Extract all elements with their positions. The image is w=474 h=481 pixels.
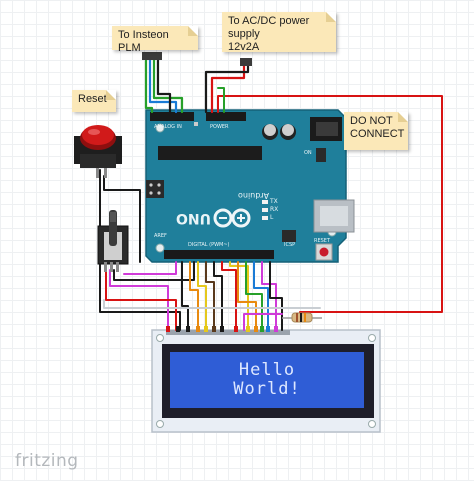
note-insteon: To Insteon PLM <box>112 26 198 54</box>
reset-board-label: RESET <box>314 238 331 244</box>
digital-header <box>164 250 274 259</box>
note-do-not-line1: DO NOT <box>350 115 393 127</box>
wire-green-insteon <box>144 56 154 114</box>
note-reset: Reset <box>72 90 116 112</box>
tx-led <box>262 200 268 204</box>
lcd-pin-header <box>166 330 290 335</box>
icsp-header-left <box>146 180 164 198</box>
wire-black-power <box>204 62 250 114</box>
mount-hole <box>155 243 165 253</box>
tx-label: TX <box>270 198 278 205</box>
wire-black-insteon <box>156 56 172 114</box>
note-do-not-line2: CONNECT <box>350 128 405 140</box>
note-power-supply: To AC/DC power supply 12v2A <box>222 12 336 53</box>
power-connector <box>240 58 252 66</box>
mount-hole <box>155 123 165 133</box>
note-do-not-connect: DO NOT CONNECT <box>344 112 408 150</box>
l-label: L <box>270 214 274 221</box>
note-insteon-text: To Insteon PLM <box>118 29 169 54</box>
board-model-label: UNO <box>176 210 211 226</box>
on-label: ON <box>304 150 312 156</box>
analog-label: ANALOG IN <box>154 124 182 130</box>
lcd-pins <box>166 326 278 332</box>
power-header <box>206 112 246 121</box>
reset-pushbutton[interactable] <box>74 125 122 178</box>
wire-green2-insteon <box>152 56 184 114</box>
resistor <box>282 312 322 323</box>
wire-blue-insteon <box>148 56 178 114</box>
analog-header <box>150 112 194 121</box>
note-reset-text: Reset <box>78 93 107 105</box>
icsp-header-right <box>282 230 296 242</box>
arduino-board <box>145 109 355 263</box>
insteon-connector <box>142 52 162 60</box>
wire-orange <box>189 261 199 331</box>
wire-yellow <box>197 261 207 331</box>
voltage-regulator <box>316 148 326 162</box>
fritzing-logo: fritzing <box>15 451 79 471</box>
icsp-label: ICSP <box>284 242 296 248</box>
digital-label: DIGITAL (PWM~) <box>188 242 230 248</box>
power-label: POWER <box>210 124 229 130</box>
note-power-line2: 12v2A <box>228 41 260 53</box>
board-name-label: Arduino <box>238 191 269 200</box>
lcd-module <box>151 329 381 433</box>
note-power-line1: To AC/DC power supply <box>228 15 310 40</box>
rx-label: RX <box>270 206 279 213</box>
l-led <box>262 216 268 220</box>
aref-label: AREF <box>154 233 167 239</box>
lcd-line-1: Hello <box>238 360 296 380</box>
potentiometer[interactable] <box>97 210 129 272</box>
wire-brown <box>205 261 215 331</box>
lcd-screen <box>170 352 364 408</box>
arduino-logo <box>213 208 251 228</box>
lcd-line-2: World! <box>233 379 301 399</box>
microcontroller-chip <box>158 146 262 160</box>
rx-led <box>262 208 268 212</box>
